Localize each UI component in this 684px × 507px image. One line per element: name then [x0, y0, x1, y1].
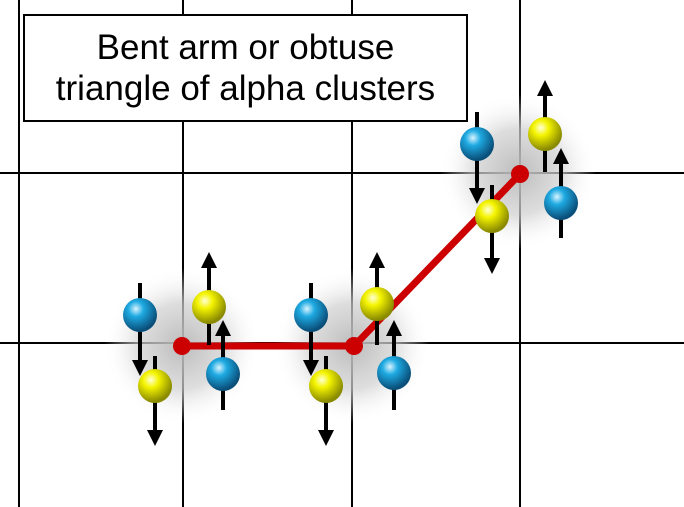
proton	[309, 369, 343, 403]
chain-node-right	[511, 165, 529, 183]
alpha-cluster-right	[460, 80, 578, 274]
neutron	[544, 186, 578, 220]
alpha-cluster-middle	[294, 252, 411, 446]
title-line-1: Bent arm or obtuse	[96, 28, 395, 67]
neutron	[377, 356, 411, 390]
neutron	[460, 127, 494, 161]
chain-node-left	[173, 337, 191, 355]
neutron	[206, 357, 240, 391]
alpha-cluster-left	[123, 252, 240, 446]
proton	[192, 290, 226, 324]
neutron	[123, 298, 157, 332]
proton	[475, 199, 509, 233]
chain-node-middle	[345, 337, 363, 355]
cluster-halos	[104, 94, 596, 424]
proton	[360, 287, 394, 321]
neutron	[294, 298, 328, 332]
cluster-chain	[173, 165, 529, 355]
title-line-2: triangle of alpha clusters	[55, 69, 436, 108]
proton	[138, 369, 172, 403]
title-box: Bent arm or obtuse triangle of alpha clu…	[23, 14, 468, 122]
proton	[528, 117, 562, 151]
